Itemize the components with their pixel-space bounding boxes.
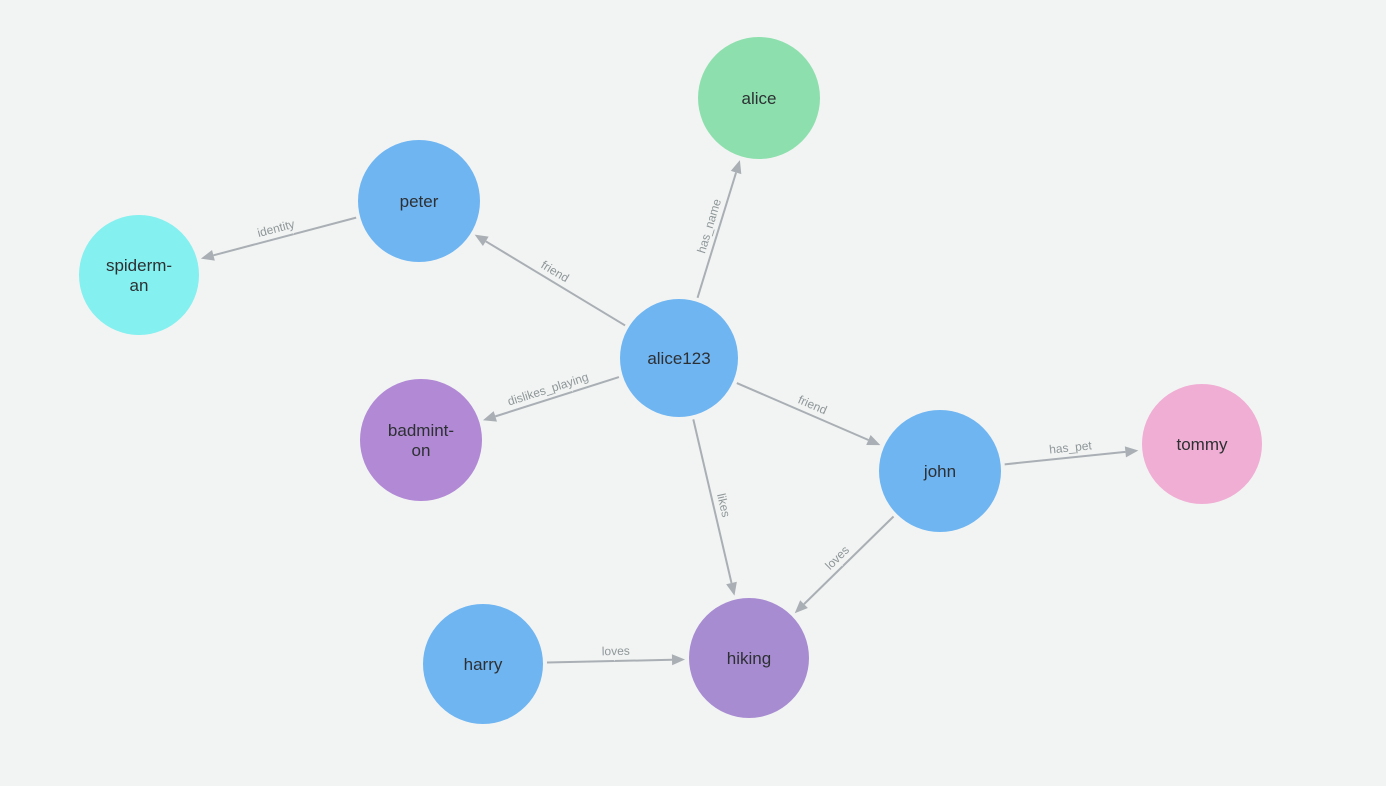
edge-harry-hiking[interactable]: loves: [546, 642, 686, 666]
edge-alice123-badminton[interactable]: dislikes_playing: [482, 368, 620, 422]
edge-line[interactable]: [696, 172, 738, 299]
edge-alice123-hiking[interactable]: likes: [692, 419, 737, 596]
node-circle[interactable]: [79, 215, 199, 335]
node-tommy[interactable]: tommy: [1142, 384, 1262, 504]
edge-label: loves: [822, 543, 852, 573]
edge-label: identity: [256, 217, 296, 240]
edge-line[interactable]: [546, 658, 673, 664]
node-peter[interactable]: peter: [358, 140, 480, 262]
edge-label: friend: [539, 258, 572, 285]
node-hiking[interactable]: hiking: [689, 598, 809, 718]
edge-line[interactable]: [485, 240, 626, 327]
edge-label: has_pet: [1049, 438, 1094, 456]
node-circle[interactable]: [423, 604, 543, 724]
edge-arrowhead-icon: [866, 434, 881, 446]
edge-peter-spiderman[interactable]: identity: [200, 215, 357, 261]
edge-arrowhead-icon: [794, 600, 808, 614]
edge-arrowhead-icon: [482, 411, 498, 422]
edge-line[interactable]: [692, 419, 733, 584]
node-circle[interactable]: [698, 37, 820, 159]
node-badminton[interactable]: badmint-on: [360, 379, 482, 501]
edge-arrowhead-icon: [730, 160, 742, 175]
nodes-layer: alice peter spiderm-an alice123 badmint-on jo…: [79, 37, 1262, 724]
node-spiderman[interactable]: spiderm-an: [79, 215, 199, 335]
edge-alice123-john[interactable]: friend: [736, 382, 881, 446]
node-circle[interactable]: [879, 410, 1001, 532]
node-alice123[interactable]: alice123: [620, 299, 738, 417]
node-john[interactable]: john: [879, 410, 1001, 532]
node-alice[interactable]: alice: [698, 37, 820, 159]
edge-arrowhead-icon: [200, 250, 215, 261]
node-circle[interactable]: [1142, 384, 1262, 504]
edge-line[interactable]: [213, 216, 357, 257]
edge-label: loves: [602, 644, 630, 659]
edge-alice123-alice[interactable]: has_name: [692, 160, 742, 299]
edge-line[interactable]: [1004, 450, 1126, 466]
edge-line[interactable]: [803, 515, 895, 605]
edge-arrowhead-icon: [726, 581, 737, 596]
node-harry[interactable]: harry: [423, 604, 543, 724]
edge-label: likes: [714, 492, 733, 519]
edge-arrowhead-icon: [474, 234, 489, 247]
edge-john-tommy[interactable]: has_pet: [1004, 436, 1139, 466]
edge-line[interactable]: [736, 382, 869, 441]
node-circle[interactable]: [620, 299, 738, 417]
edge-label: friend: [796, 393, 829, 418]
edge-arrowhead-icon: [1124, 446, 1139, 458]
edge-label: dislikes_playing: [506, 370, 590, 409]
edge-john-hiking[interactable]: loves: [794, 515, 895, 614]
node-circle[interactable]: [360, 379, 482, 501]
node-circle[interactable]: [689, 598, 809, 718]
node-circle[interactable]: [358, 140, 480, 262]
edge-arrowhead-icon: [671, 654, 686, 666]
edge-line[interactable]: [495, 376, 620, 418]
edge-alice123-peter[interactable]: friend: [474, 234, 626, 327]
